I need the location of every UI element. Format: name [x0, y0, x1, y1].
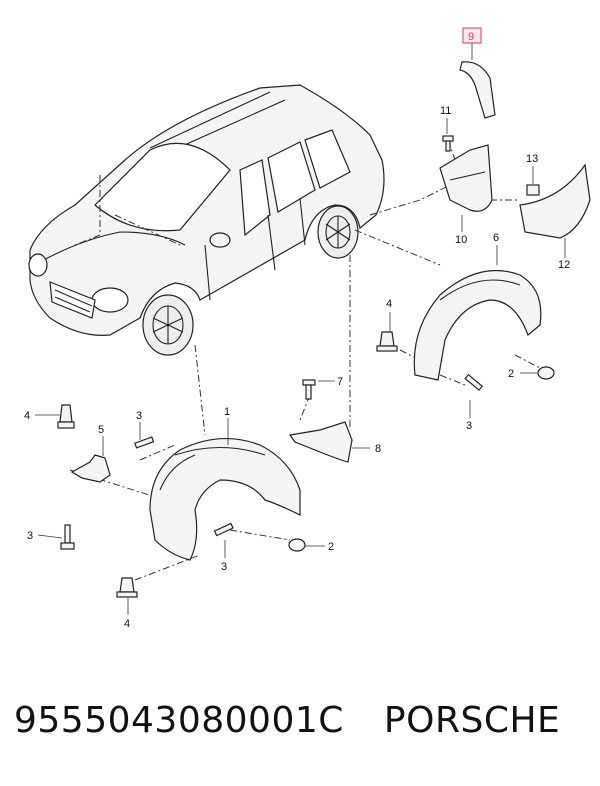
- callout-8: 8: [375, 443, 381, 455]
- rear-liner-section: [519, 163, 591, 239]
- callout-4: 4: [386, 298, 392, 310]
- callout-7: 7: [337, 376, 343, 388]
- rear-mud-flap: [439, 144, 493, 212]
- footer: 9555043080001C PORSCHE: [14, 700, 594, 741]
- front-wheelhouse-liner: [149, 438, 301, 561]
- part-number: 9555043080001C: [14, 700, 344, 741]
- callout-4: 4: [24, 410, 30, 422]
- callout-12: 12: [558, 259, 570, 271]
- bracket: [70, 454, 111, 483]
- vehicle-illustration: [28, 84, 385, 356]
- callout-5: 5: [98, 424, 104, 436]
- rear-wheelhouse-liner: [413, 269, 542, 381]
- callout-6: 6: [493, 232, 499, 244]
- callout-9: 9: [468, 31, 474, 43]
- callout-3: 3: [221, 561, 227, 573]
- callout-3: 3: [466, 420, 472, 432]
- callout-2: 2: [508, 368, 514, 380]
- callout-leaders: [35, 42, 566, 615]
- callout-3: 3: [136, 410, 142, 422]
- callout-13: 13: [526, 153, 538, 165]
- front-mud-flap: [288, 421, 353, 463]
- callout-labels: 1 5 3 4 3 2 3 4 7 8 4 6 2 3 11 10 13 12 …: [24, 27, 570, 630]
- callout-3: 3: [27, 530, 33, 542]
- callout-4: 4: [124, 618, 130, 630]
- callout-2: 2: [328, 541, 334, 553]
- parts-diagram: 1 5 3 4 3 2 3 4 7 8 4 6 2 3 11 10 13 12 …: [24, 27, 591, 630]
- highlighted-trim-part: [459, 61, 496, 119]
- callout-10: 10: [455, 234, 467, 246]
- callout-11: 11: [440, 105, 451, 117]
- callout-9-highlight-box: [462, 27, 482, 44]
- brand-name: PORSCHE: [383, 700, 561, 741]
- front-wheel: [142, 294, 194, 356]
- rear-wheel: [317, 205, 359, 259]
- callout-1: 1: [224, 406, 230, 418]
- fasteners: [57, 135, 555, 598]
